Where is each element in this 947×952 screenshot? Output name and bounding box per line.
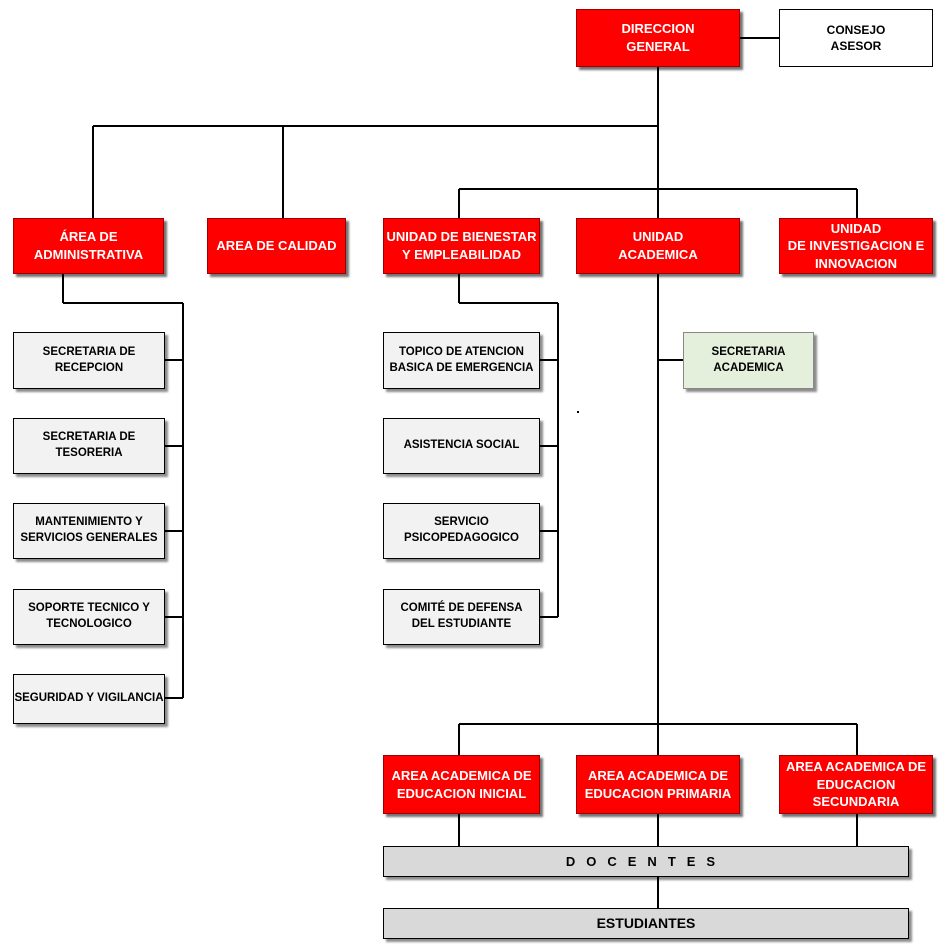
soporte-tecnico-box: SOPORTE TECNICO Y TECNOLOGICO: [13, 589, 165, 645]
stray-dot: [577, 411, 579, 413]
area-calidad-box: AREA DE CALIDAD: [207, 218, 346, 274]
consejo-asesor-box: CONSEJO ASESOR: [779, 9, 933, 67]
unidad-bienestar-box: UNIDAD DE BIENESTAR Y EMPLEABILIDAD: [383, 218, 540, 274]
topico-atencion-box: TOPICO DE ATENCION BASICA DE EMERGENCIA: [383, 332, 540, 389]
area-administrativa-box: ÁREA DE ADMINISTRATIVA: [13, 218, 164, 274]
direccion-general-box: DIRECCION GENERAL: [576, 9, 740, 67]
secretaria-tesoreria-box: SECRETARIA DE TESORERIA: [13, 418, 165, 474]
unidad-academica-box: UNIDAD ACADEMICA: [576, 218, 740, 274]
area-educacion-secundaria-box: AREA ACADEMICA DE EDUCACION SECUNDARIA: [779, 755, 933, 814]
seguridad-vigilancia-box: SEGURIDAD Y VIGILANCIA: [13, 674, 165, 724]
mantenimiento-box: MANTENIMIENTO Y SERVICIOS GENERALES: [13, 503, 165, 559]
area-educacion-primaria-box: AREA ACADEMICA DE EDUCACION PRIMARIA: [576, 755, 740, 814]
secretaria-recepcion-box: SECRETARIA DE RECEPCION: [13, 332, 165, 389]
docentes-bar: DOCENTES: [383, 846, 909, 877]
secretaria-academica-box: SECRETARIA ACADEMICA: [683, 332, 814, 389]
comite-defensa-box: COMITÉ DE DEFENSA DEL ESTUDIANTE: [383, 589, 540, 645]
area-educacion-inicial-box: AREA ACADEMICA DE EDUCACION INICIAL: [383, 755, 540, 814]
servicio-psicopedagogico-box: SERVICIO PSICOPEDAGOGICO: [383, 503, 540, 559]
estudiantes-bar: ESTUDIANTES: [383, 908, 909, 939]
unidad-investigacion-box: UNIDAD DE INVESTIGACION E INNOVACION: [779, 218, 933, 274]
asistencia-social-box: ASISTENCIA SOCIAL: [383, 418, 540, 474]
